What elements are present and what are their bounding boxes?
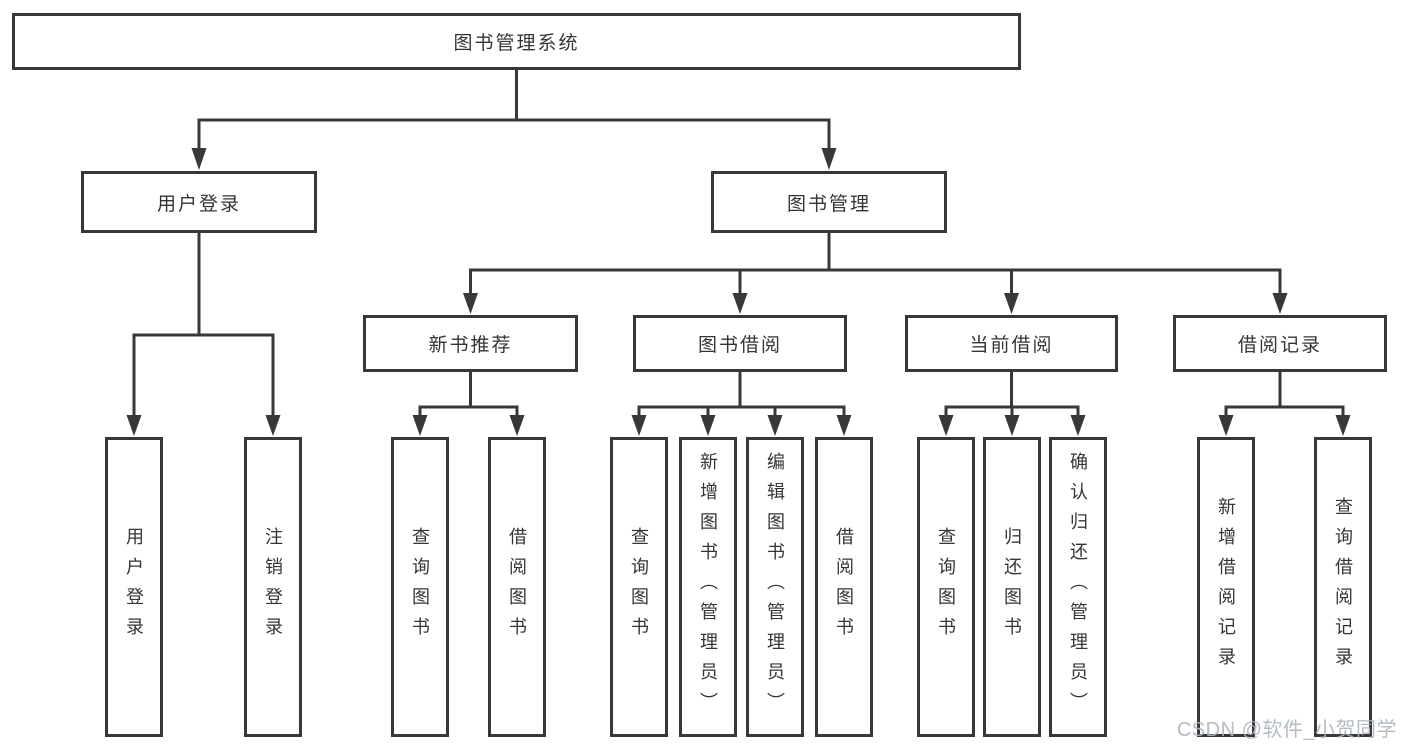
node-library-management-system: 图书管理系统 [12, 13, 1021, 70]
leaf-user-login: 用户登录 [105, 437, 163, 737]
leaf-logout-login: 注销登录 [244, 437, 302, 737]
leaf-borrowing-query-books: 查询图书 [610, 437, 668, 737]
node-new-book-recommendation: 新书推荐 [363, 315, 578, 372]
node-borrowing-records: 借阅记录 [1173, 315, 1387, 372]
node-book-borrowing: 图书借阅 [633, 315, 847, 372]
leaf-recommend-borrow-books: 借阅图书 [488, 437, 546, 737]
node-user-login: 用户登录 [81, 171, 317, 233]
leaf-recommend-query-books: 查询图书 [391, 437, 449, 737]
leaf-current-query-books: 查询图书 [917, 437, 975, 737]
leaf-records-add-record: 新增借阅记录 [1197, 437, 1255, 737]
node-book-management: 图书管理 [711, 171, 947, 233]
leaf-borrowing-borrow-books: 借阅图书 [815, 437, 873, 737]
leaf-borrowing-edit-books-admin: 编辑图书（管理员） [746, 437, 804, 737]
leaf-current-return-books: 归还图书 [983, 437, 1041, 737]
leaf-current-confirm-return-admin: 确认归还（管理员） [1049, 437, 1107, 737]
leaf-records-query-record: 查询借阅记录 [1314, 437, 1372, 737]
node-current-borrowing: 当前借阅 [905, 315, 1118, 372]
leaf-borrowing-add-books-admin: 新增图书（管理员） [679, 437, 737, 737]
